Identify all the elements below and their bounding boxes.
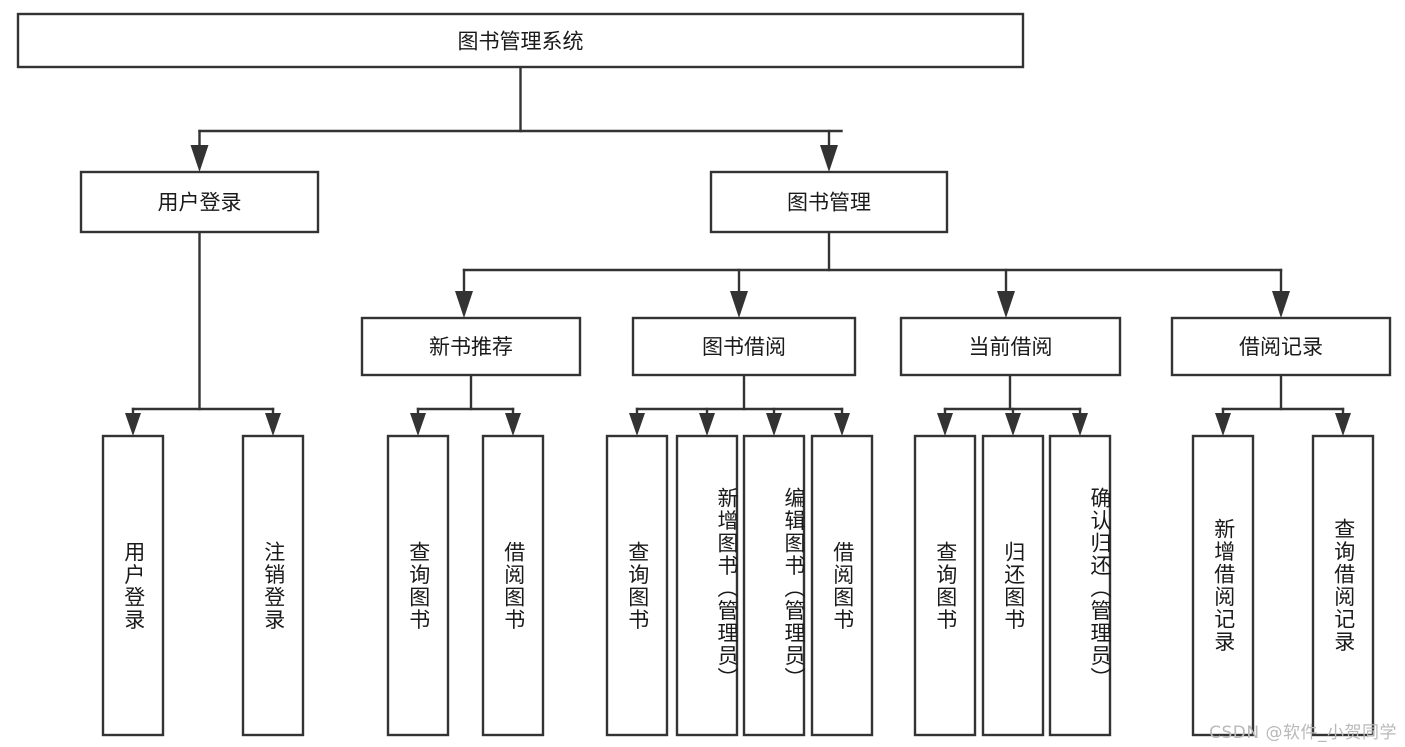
node-root-label: 图书管理系统	[458, 30, 584, 54]
arrow-head-icon	[265, 413, 281, 436]
arrow-head-icon	[125, 413, 141, 436]
arrow-head-icon	[505, 413, 521, 436]
node-borrow-records[interactable]: 借阅记录	[1170, 316, 1392, 377]
connector-borrow-to-leaves	[629, 373, 850, 436]
arrow-head-icon	[629, 413, 645, 436]
leaf-box-add-borrow-record[interactable]	[1191, 434, 1255, 737]
connector-books-to-level3	[455, 230, 1290, 318]
leaf-box-borrow-book-new[interactable]	[481, 434, 545, 737]
node-new-book-recommend-box[interactable]	[360, 316, 582, 377]
watermark-text: CSDN @软件_小贺同学	[1209, 723, 1397, 743]
arrow-head-icon	[1272, 291, 1290, 318]
arrow-head-icon	[1335, 413, 1351, 436]
leaf-box-query-book-current[interactable]	[913, 434, 977, 737]
node-book-management-box[interactable]	[709, 170, 949, 234]
node-current-borrow-label: 当前借阅	[969, 335, 1053, 359]
node-book-borrow-box[interactable]	[631, 316, 857, 377]
leaf-box-logout[interactable]	[241, 434, 305, 737]
node-root-box[interactable]	[16, 12, 1025, 69]
leaf-box-add-book-admin[interactable]	[675, 434, 739, 737]
node-user-login-label: 用户登录	[158, 191, 242, 215]
arrow-head-icon	[190, 145, 209, 172]
arrow-head-icon	[730, 291, 748, 318]
node-book-management-label: 图书管理	[787, 191, 871, 215]
arrow-head-icon	[410, 413, 426, 436]
node-book-borrow[interactable]: 图书借阅	[631, 316, 857, 377]
leaf-box-query-book-new[interactable]	[386, 434, 450, 737]
leaf-box-edit-book-admin[interactable]	[742, 434, 806, 737]
arrow-head-icon	[699, 413, 715, 436]
node-book-borrow-label: 图书借阅	[702, 335, 786, 359]
leaf-box-user-login[interactable]	[101, 434, 165, 737]
leaf-box-query-book-borrow[interactable]	[605, 434, 669, 737]
arrow-head-icon	[455, 291, 473, 318]
node-current-borrow[interactable]: 当前借阅	[899, 316, 1122, 377]
arrow-head-icon	[1072, 413, 1088, 436]
arrow-head-icon	[766, 413, 782, 436]
arrow-head-icon	[1005, 413, 1021, 436]
arrow-head-icon	[1215, 413, 1231, 436]
leaf-box-query-borrow-record[interactable]	[1311, 434, 1375, 737]
node-book-management[interactable]: 图书管理	[709, 170, 949, 234]
node-new-book-recommend-label: 新书推荐	[429, 335, 513, 359]
leaf-box-confirm-return-admin[interactable]	[1048, 434, 1112, 737]
node-borrow-records-box[interactable]	[1170, 316, 1392, 377]
leaf-boxes-group	[101, 434, 1375, 737]
arrow-head-icon	[834, 413, 850, 436]
node-user-login-box[interactable]	[79, 170, 320, 234]
arrow-head-icon	[820, 145, 838, 172]
connector-current-to-leaves	[937, 373, 1088, 436]
connector-records-to-leaves	[1215, 373, 1351, 436]
arrow-head-icon	[997, 291, 1015, 318]
leaf-box-return-book[interactable]	[981, 434, 1045, 737]
node-user-login[interactable]: 用户登录	[79, 170, 320, 234]
leaf-box-borrow-book[interactable]	[810, 434, 874, 737]
node-current-borrow-box[interactable]	[899, 316, 1122, 377]
connector-newbooks-to-leaves	[410, 373, 521, 436]
node-borrow-records-label: 借阅记录	[1239, 335, 1323, 359]
arrow-head-icon	[937, 413, 953, 436]
node-new-book-recommend[interactable]: 新书推荐	[360, 316, 582, 377]
connector-root-to-level2	[190, 65, 843, 172]
connector-login-to-leaves	[125, 230, 281, 436]
node-root[interactable]: 图书管理系统	[16, 12, 1025, 69]
